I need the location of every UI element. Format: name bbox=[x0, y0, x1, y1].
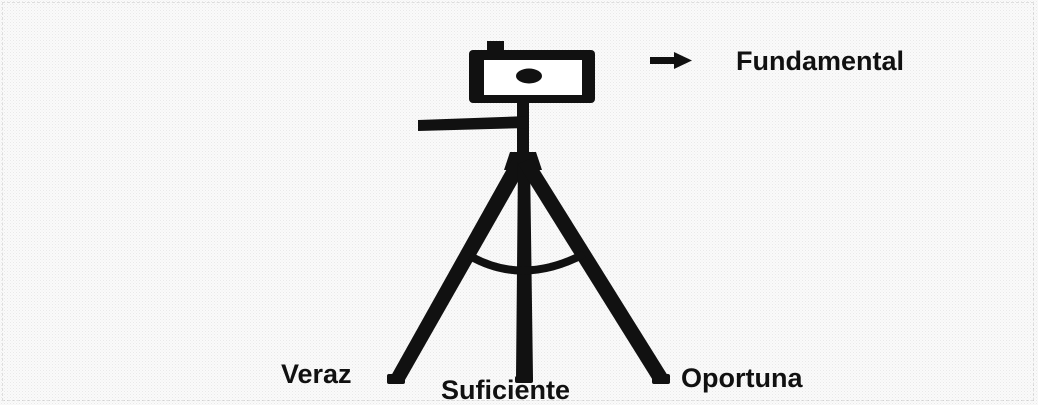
camera-icon bbox=[469, 41, 595, 103]
right-foot bbox=[652, 374, 670, 384]
left-leg bbox=[391, 158, 528, 380]
arrow-right-icon bbox=[650, 52, 692, 69]
label-fundamental: Fundamental bbox=[736, 46, 905, 76]
left-foot bbox=[387, 374, 405, 384]
pan-handle bbox=[418, 116, 528, 131]
center-foot bbox=[515, 376, 533, 383]
label-suficiente: Suficiente bbox=[441, 375, 571, 405]
label-veraz: Veraz bbox=[281, 359, 352, 389]
label-oportuna: Oportuna bbox=[681, 363, 803, 393]
leg-brace bbox=[468, 250, 586, 275]
right-leg bbox=[518, 158, 668, 382]
